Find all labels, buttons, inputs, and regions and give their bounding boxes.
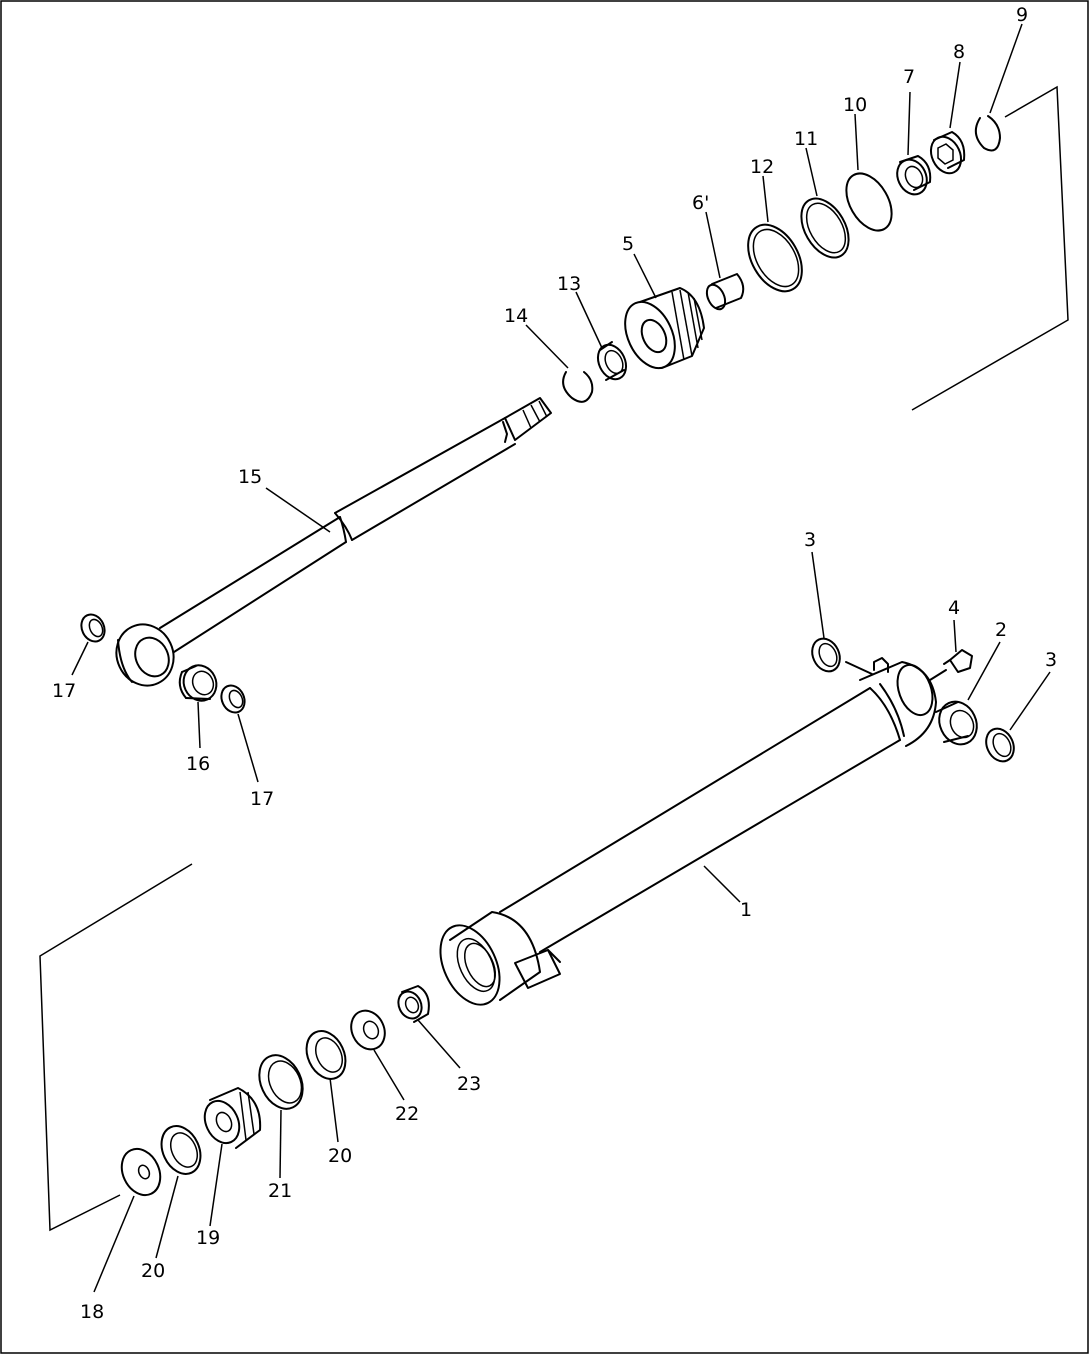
plate-22 <box>350 1009 386 1051</box>
plate-18 <box>120 1147 162 1197</box>
label-19: 19 <box>196 1227 220 1249</box>
ring-17-left <box>80 613 106 643</box>
label-18: 18 <box>80 1301 104 1323</box>
snap-ring-14 <box>562 371 594 403</box>
bushing-6 <box>705 273 745 311</box>
grease-nipple-4 <box>943 649 973 673</box>
bearing-13 <box>596 341 628 381</box>
label-20-upper: 20 <box>328 1145 352 1167</box>
bushing-2 <box>935 700 978 746</box>
label-16: 16 <box>186 753 210 775</box>
snap-ring-9 <box>974 115 1001 152</box>
label-23: 23 <box>457 1073 481 1095</box>
label-22: 22 <box>395 1103 419 1125</box>
ring-11 <box>800 197 850 259</box>
ring-12 <box>747 223 803 293</box>
label-3-upper: 3 <box>804 529 816 551</box>
bushing-16 <box>178 664 218 702</box>
label-7: 7 <box>903 66 915 88</box>
nut-23 <box>397 985 430 1023</box>
label-1: 1 <box>740 899 752 921</box>
ring-20-lower <box>160 1125 202 1175</box>
label-12: 12 <box>750 156 774 178</box>
label-9: 9 <box>1016 4 1028 26</box>
piston-19 <box>203 1087 262 1149</box>
label-6: 6' <box>692 192 709 214</box>
label-17-left: 17 <box>52 680 76 702</box>
part-7 <box>896 155 932 196</box>
piston-rod <box>115 397 552 687</box>
label-17-right: 17 <box>250 788 274 810</box>
bracket-line-bottom <box>39 863 193 1232</box>
label-20-lower: 20 <box>141 1260 165 1282</box>
bracket-line-top <box>911 85 1069 411</box>
leader-lines <box>71 23 1051 1293</box>
label-15: 15 <box>238 466 262 488</box>
nut-8 <box>929 131 966 175</box>
part-labels: 9 8 7 10 11 12 6' 5 13 14 15 17 16 17 3 … <box>52 4 1057 1323</box>
label-3-right: 3 <box>1045 649 1057 671</box>
label-21: 21 <box>268 1180 292 1202</box>
label-8: 8 <box>953 41 965 63</box>
label-13: 13 <box>557 273 581 295</box>
label-11: 11 <box>794 128 818 150</box>
ring-21 <box>258 1054 304 1110</box>
label-10: 10 <box>843 94 867 116</box>
label-2: 2 <box>995 619 1007 641</box>
ring-20-upper <box>305 1030 347 1080</box>
cylinder-head-5 <box>624 287 705 370</box>
seal-3-right <box>985 727 1015 763</box>
label-5: 5 <box>622 233 634 255</box>
seal-3-upper <box>811 637 841 673</box>
label-14: 14 <box>504 305 528 327</box>
label-4: 4 <box>948 597 960 619</box>
cylinder-tube <box>439 657 947 1006</box>
ring-10 <box>845 172 893 232</box>
ring-17-right <box>220 684 246 714</box>
